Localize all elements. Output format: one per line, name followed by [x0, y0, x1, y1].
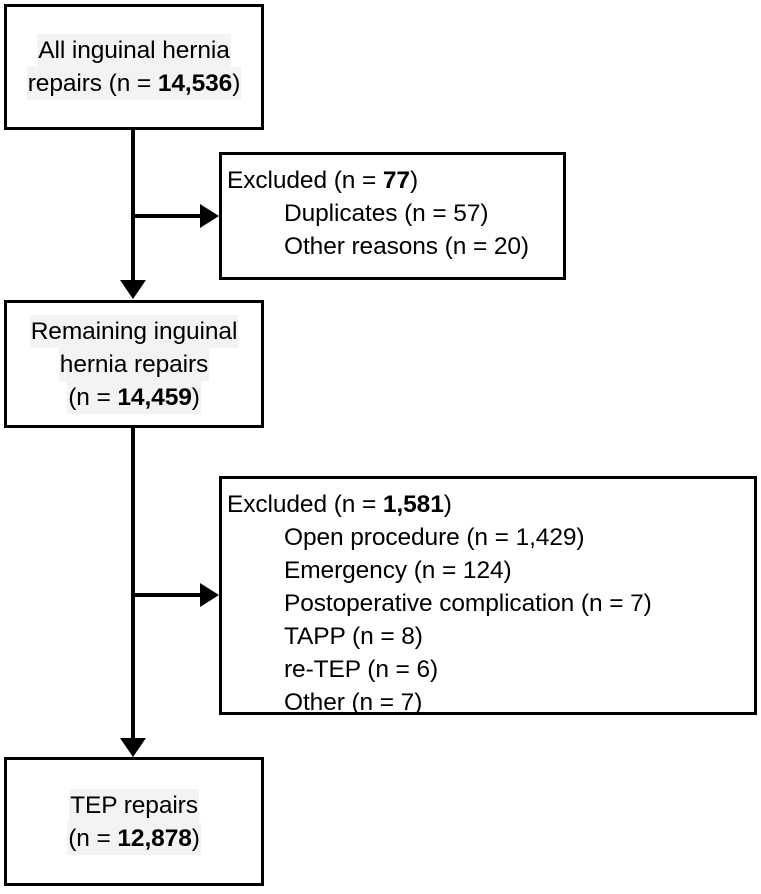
node-excluded-second-header-prefix: Excluded (n = — [227, 491, 383, 518]
node-excluded-second-count: 1,581 — [382, 491, 444, 518]
node-remaining-line-3-suffix: ) — [191, 383, 200, 411]
node-excluded-first-header: Excluded (n = 77) — [227, 164, 563, 197]
arrowhead-into-excluded-first-box — [200, 204, 219, 228]
node-tep-line-2: (n = 12,878) — [67, 821, 201, 855]
node-excluded-first-reason: Other reasons (n = 20) — [284, 233, 529, 260]
node-tep-line-2-prefix: (n = — [68, 824, 118, 852]
node-excluded-second-reason: TAPP (n = 8) — [284, 623, 423, 650]
node-remaining-line-1: Remaining inguinal — [29, 314, 239, 348]
connector-line-to-excluded-second — [131, 593, 209, 597]
node-excluded-second-header: Excluded (n = 1,581) — [227, 488, 754, 521]
node-excluded-second-reason: Emergency (n = 124) — [284, 557, 512, 584]
node-remaining-line-2: hernia repairs — [58, 347, 210, 381]
node-excluded-first: Excluded (n = 77) Duplicates (n = 57) Ot… — [219, 152, 566, 280]
node-tep-count: 12,878 — [117, 824, 192, 852]
connector-line-all-to-remaining — [131, 130, 135, 280]
connector-line-remaining-to-tep — [131, 428, 135, 738]
node-tep-repairs: TEP repairs (n = 12,878) — [4, 757, 264, 886]
arrowhead-into-remaining-box — [120, 280, 146, 299]
node-excluded-second-reason: Open procedure (n = 1,429) — [284, 524, 585, 551]
connector-line-to-excluded-first — [131, 214, 209, 218]
node-remaining-line-3: (n = 14,459) — [67, 380, 201, 414]
node-excluded-second-reason: Other (n = 7) — [284, 689, 423, 716]
node-remaining-inguinal-hernia-repairs: Remaining inguinal hernia repairs (n = 1… — [4, 300, 264, 428]
arrowhead-into-excluded-second-box — [200, 583, 219, 607]
node-excluded-second-reason: Postoperative complication (n = 7) — [284, 590, 652, 617]
node-excluded-first-header-prefix: Excluded (n = — [227, 167, 383, 194]
node-excluded-first-reason: Duplicates (n = 57) — [284, 200, 489, 227]
node-all-repairs-line-2: repairs (n = 14,536) — [26, 67, 242, 100]
node-all-repairs-line-1: All inguinal hernia — [37, 34, 231, 67]
node-all-repairs-line-2-suffix: ) — [232, 70, 241, 97]
node-remaining-count: 14,459 — [117, 383, 192, 411]
node-excluded-first-header-suffix: ) — [409, 167, 419, 194]
node-excluded-second-reason: re-TEP (n = 6) — [284, 656, 439, 683]
node-all-inguinal-hernia-repairs: All inguinal hernia repairs (n = 14,536) — [4, 4, 264, 130]
node-excluded-second: Excluded (n = 1,581) Open procedure (n =… — [219, 476, 757, 716]
arrowhead-into-tep-box — [120, 738, 146, 757]
node-all-repairs-count: 14,536 — [157, 70, 233, 97]
node-excluded-first-count: 77 — [382, 167, 410, 194]
node-tep-line-1: TEP repairs — [69, 788, 199, 822]
node-all-repairs-line-2-prefix: repairs (n = — [27, 70, 158, 97]
node-excluded-second-header-suffix: ) — [443, 491, 452, 518]
node-tep-line-2-suffix: ) — [191, 824, 200, 852]
node-remaining-line-3-prefix: (n = — [68, 383, 118, 411]
